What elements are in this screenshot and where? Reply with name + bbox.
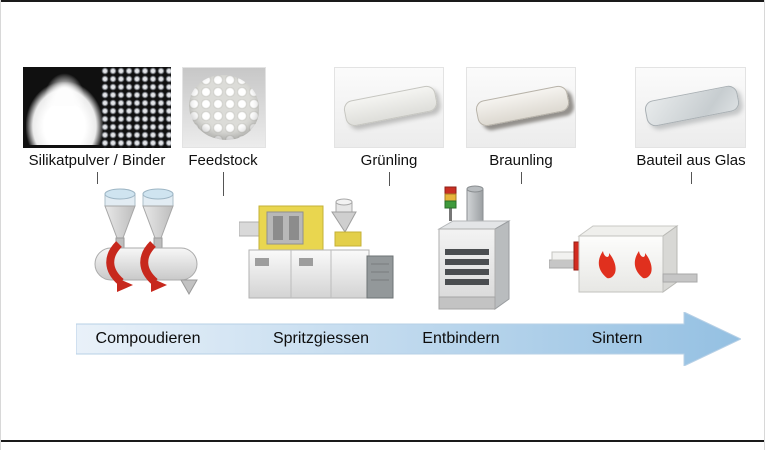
feedstock-pellets xyxy=(188,75,260,140)
connector-line-2 xyxy=(223,172,224,196)
glass-part-plate xyxy=(643,84,740,128)
bottom-border-line xyxy=(1,440,764,442)
powder-binder-photo xyxy=(23,67,171,148)
stage-label-green-part: Grünling xyxy=(360,152,418,169)
process-arrow xyxy=(75,311,743,367)
sintering-furnace-illustration xyxy=(549,225,698,293)
process-arrow-shape xyxy=(75,311,743,367)
glass-part-photo xyxy=(635,67,746,148)
connector-line-1 xyxy=(97,172,98,184)
green-part-plate xyxy=(342,84,438,128)
injection-molding-machine-illustration xyxy=(239,198,394,299)
stage-label-powder-binder: Silikatpulver / Binder xyxy=(28,152,166,169)
connector-line-4 xyxy=(521,172,522,184)
stage-label-brown-part: Braunling xyxy=(489,152,553,169)
debinding-oven-illustration xyxy=(437,185,511,310)
compounder-illustration xyxy=(94,188,198,296)
connector-line-3 xyxy=(389,172,390,186)
feedstock-photo xyxy=(182,67,266,148)
connector-line-5 xyxy=(691,172,692,184)
binder-granules xyxy=(101,67,171,148)
step-label-compounding: Compoudieren xyxy=(95,330,201,347)
stage-label-feedstock: Feedstock xyxy=(188,152,258,169)
brown-part-photo xyxy=(466,67,576,148)
step-label-debinding: Entbindern xyxy=(422,330,500,347)
brown-part-plate xyxy=(474,84,570,128)
silicate-powder-peak xyxy=(43,73,86,106)
top-border-line xyxy=(1,0,764,2)
step-label-injection-molding: Spritzgiessen xyxy=(272,330,370,347)
step-label-sintering: Sintern xyxy=(591,330,643,347)
green-part-photo xyxy=(334,67,444,148)
stage-label-glass-part: Bauteil aus Glas xyxy=(636,152,746,169)
